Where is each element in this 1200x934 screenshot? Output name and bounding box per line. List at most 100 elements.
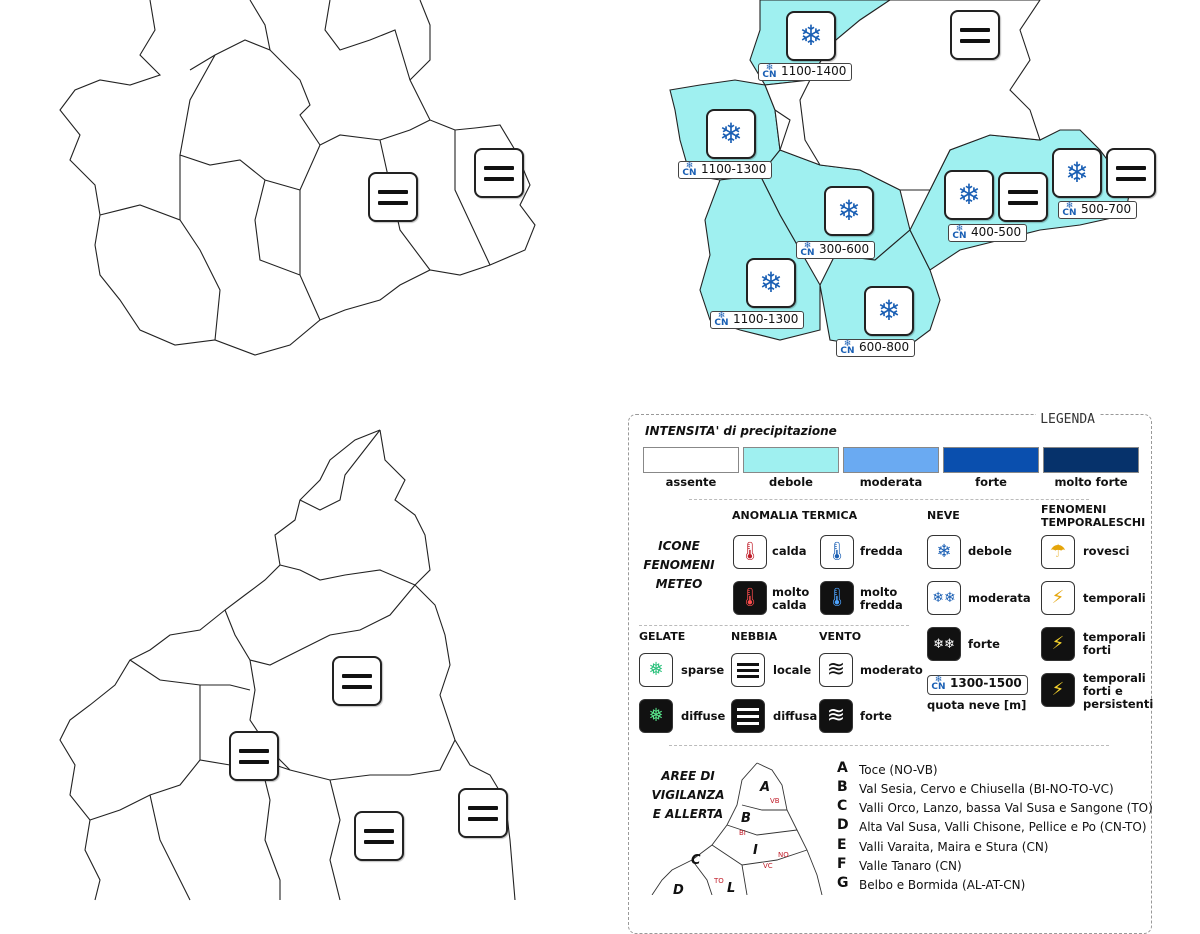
thermometer-cold-icon: 🌡: [820, 535, 854, 569]
gelate-sparse-label: sparse: [681, 663, 725, 677]
area-name: Toce (NO-VB): [859, 763, 938, 777]
snowflake-icon: ❄: [824, 186, 874, 236]
snowflake-icon: ❄: [1052, 148, 1102, 198]
quota-neve-label: quota neve [m]: [927, 698, 1027, 712]
snow-quota-icon: ❄CN: [714, 311, 729, 328]
mini-map-province: VB: [770, 797, 780, 805]
nebbia-locale-label: locale: [773, 663, 812, 677]
snow-quota-icon: ❄CN: [952, 224, 967, 241]
intensity-swatch-debole: [743, 447, 839, 473]
map-bottom-left-outline: [59, 429, 516, 901]
anomalia-title: ANOMALIA TERMICA: [732, 509, 858, 522]
mini-map-letter: I: [753, 843, 758, 858]
calda-label: calda: [772, 544, 807, 558]
legend-divider: [669, 745, 1109, 746]
thermometer-very-cold-icon: 🌡: [820, 581, 854, 615]
intensity-label: molto forte: [1054, 475, 1128, 489]
area-name: Valle Tanaro (CN): [859, 859, 962, 873]
fog-diffuse-icon: [731, 699, 765, 733]
wind-moderate-icon: [819, 653, 853, 687]
fog-local-icon: [731, 653, 765, 687]
nebbia-title: NEBBIA: [731, 630, 778, 643]
area-letter: B: [837, 779, 848, 795]
thermometer-hot-icon: 🌡: [733, 535, 767, 569]
snowflake-icon: ❄: [706, 109, 756, 159]
persistent-thunderstorm-icon: ⚡: [1041, 673, 1075, 707]
mini-map-province: BI: [739, 829, 746, 837]
intensity-swatch-molto-forte: [1043, 447, 1139, 473]
nebbia-diffusa-label: diffusa: [773, 709, 818, 723]
intensity-label: moderata: [859, 475, 923, 489]
rovesci-label: rovesci: [1083, 544, 1130, 558]
vento-title: VENTO: [819, 630, 862, 643]
snow-quota-icon: ❄CN: [840, 339, 855, 356]
map-bottom-left: [0, 420, 560, 901]
snowflake-icon: ❄: [864, 286, 914, 336]
map-top-left: [0, 0, 560, 380]
snowflake-icon: ❄: [746, 258, 796, 308]
area-name: Val Sesia, Cervo e Chiusella (BI-NO-TO-V…: [859, 782, 1114, 796]
molto-calda-label: molto calda: [772, 585, 810, 612]
snow-quota-icon: ❄CN: [682, 161, 697, 178]
fog-icon: [1106, 148, 1156, 198]
vento-moderato-label: moderato: [860, 663, 923, 677]
area-letter: E: [837, 837, 847, 853]
snow-light-icon: ❄: [927, 535, 961, 569]
vento-forte-label: forte: [860, 709, 892, 723]
fog-icon: [229, 731, 279, 781]
temporali-title: FENOMENI TEMPORALESCHI: [1041, 503, 1146, 529]
area-letter: F: [837, 856, 847, 872]
fog-icon: [332, 656, 382, 706]
temporali-persistenti-label: temporali forti e persistenti: [1083, 671, 1154, 711]
icons-title: ICONE FENOMENI METEO: [643, 539, 715, 591]
snowflake-icon: ❄: [944, 170, 994, 220]
temporali-label: temporali: [1083, 591, 1146, 605]
thunderstorm-icon: ⚡: [1041, 581, 1075, 615]
area-name: Valli Varaita, Maira e Stura (CN): [859, 840, 1049, 854]
fredda-label: fredda: [860, 544, 903, 558]
temporali-forti-label: temporali forti: [1083, 630, 1146, 657]
snow-quota-icon: ❄CN: [762, 63, 777, 80]
intensity-swatch-assente: [643, 447, 739, 473]
mini-map-letter: A: [760, 780, 771, 795]
neve-debole-label: debole: [968, 544, 1012, 558]
neve-forte-label: forte: [968, 637, 1000, 651]
mini-map-letter: D: [673, 883, 684, 898]
strong-thunderstorm-icon: ⚡: [1041, 627, 1075, 661]
mini-map-letter: C: [691, 853, 701, 868]
mini-map-letter: L: [727, 881, 736, 896]
snowflake-icon: ❄: [786, 11, 836, 61]
area-letter: G: [837, 875, 849, 891]
legend-divider: [639, 625, 909, 626]
gelate-diffuse-label: diffuse: [681, 709, 726, 723]
fog-icon: [368, 172, 418, 222]
neve-moderata-label: moderata: [968, 591, 1031, 605]
legend-panel: LEGENDA INTENSITA' di precipitazione ass…: [628, 412, 1154, 934]
intensity-label: debole: [769, 475, 813, 489]
intensity-swatch-forte: [943, 447, 1039, 473]
snow-heavy-icon: ❄❄: [927, 627, 961, 661]
fog-icon: [458, 788, 508, 838]
snow-quota-icon: ❄CN: [931, 675, 946, 692]
frost-sparse-icon: ❅: [639, 653, 673, 687]
area-letter: A: [837, 760, 848, 776]
frost-diffuse-icon: ❅: [639, 699, 673, 733]
legend-title: LEGENDA: [1036, 412, 1099, 427]
fog-icon: [474, 148, 524, 198]
area-letter: C: [837, 798, 848, 814]
mini-map-province: NO: [778, 851, 789, 859]
snow-quota-icon: ❄CN: [1062, 201, 1077, 218]
molto-fredda-label: molto fredda: [860, 585, 903, 612]
mini-map-province: TO: [714, 877, 724, 885]
fog-icon: [354, 811, 404, 861]
fog-icon: [998, 172, 1048, 222]
intensity-label: assente: [665, 475, 717, 489]
aree-title: AREE DI VIGILANZA E ALLERTA: [651, 769, 725, 821]
